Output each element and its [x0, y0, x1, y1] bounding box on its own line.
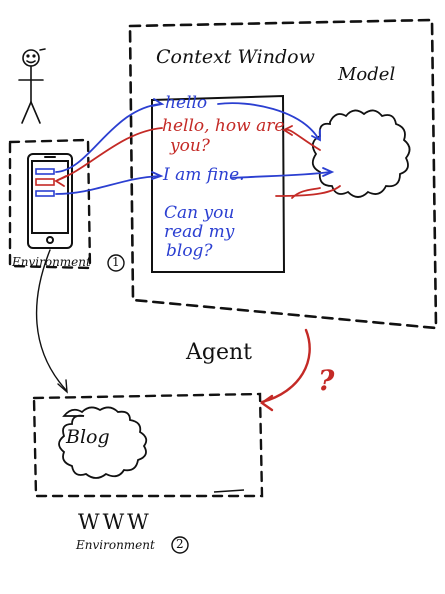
- environment2-box: [32, 392, 264, 498]
- message-4: I am fine.: [163, 165, 245, 185]
- agent-label: Agent: [186, 340, 252, 365]
- environment2-number: 2: [176, 537, 184, 551]
- model-cloud-icon: [311, 109, 411, 198]
- blog-cloud-icon: [58, 406, 148, 479]
- message-5: Can you: [164, 203, 235, 223]
- agent-box: [128, 18, 438, 330]
- environment2-number-circle: [171, 536, 189, 554]
- phone-messages: [35, 168, 55, 197]
- red-flow-arrows: [54, 125, 341, 199]
- environment1-number-circle: [107, 254, 125, 272]
- environment1-box: [8, 138, 92, 270]
- phone-to-blog-arrow: [35, 249, 68, 394]
- environment1-label: Environment: [12, 255, 91, 269]
- message-6: read my: [164, 222, 235, 242]
- message-7: blog?: [166, 241, 213, 261]
- www-label: WWW: [78, 510, 152, 534]
- blog-label: Blog: [66, 426, 110, 448]
- context-window-label: Context Window: [156, 46, 315, 68]
- message-2: hello, how are: [162, 116, 285, 136]
- agent-to-blog-arrow: [259, 328, 311, 412]
- environment2-label: Environment: [76, 538, 155, 552]
- environment1-number: 1: [112, 255, 120, 269]
- agent-question-mark: ?: [318, 364, 335, 397]
- phone-icon: [27, 153, 73, 249]
- message-3: you?: [170, 136, 210, 156]
- context-window-panel: [151, 94, 286, 273]
- user-figure-icon: [18, 48, 46, 124]
- message-1: hello: [165, 93, 208, 113]
- underline-mark: [213, 489, 245, 493]
- model-label: Model: [338, 64, 396, 85]
- blue-flow-arrows: [55, 98, 335, 195]
